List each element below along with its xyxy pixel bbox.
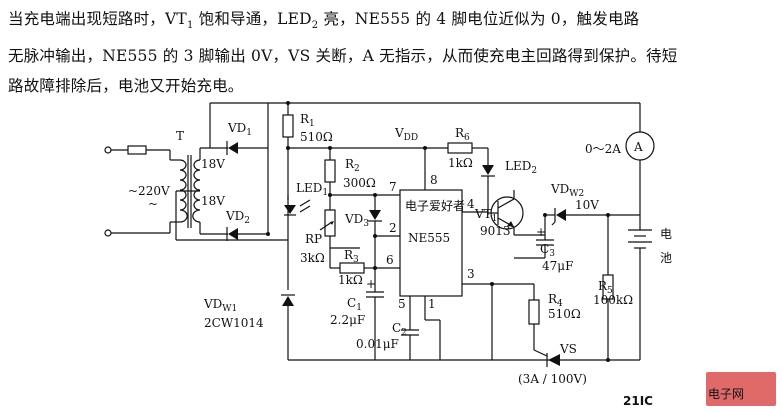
vt1-label: VT1 bbox=[474, 207, 497, 224]
fuse bbox=[127, 145, 147, 155]
r4-label: R4 bbox=[548, 292, 563, 309]
potentiometer-rp: RP 3kΩ bbox=[300, 195, 336, 265]
battery-label-1: 电 bbox=[660, 227, 672, 241]
c3-plus: + bbox=[536, 225, 546, 239]
ic-ne555: NE555 1 5 4 3 bbox=[398, 189, 492, 320]
watermark-box bbox=[706, 372, 776, 406]
pin1-label: 1 bbox=[428, 297, 436, 311]
resistor-r4: R4 510Ω bbox=[492, 283, 581, 350]
zener-vdw1: VDW1 2CW1014 bbox=[203, 294, 295, 360]
watermark-21ic: 21IC bbox=[623, 394, 653, 408]
r1-value: 510Ω bbox=[300, 130, 333, 144]
r2-label: R2 bbox=[345, 157, 360, 174]
zener-vdw2: VDW2 10V bbox=[545, 182, 640, 226]
resistor-r6: R6 1kΩ bbox=[425, 126, 488, 170]
mains-tilde: ~ bbox=[148, 197, 158, 211]
vd2-label: VD2 bbox=[225, 209, 250, 226]
r1-label: R1 bbox=[300, 112, 315, 129]
vdw1-model: 2CW1014 bbox=[204, 316, 264, 330]
capacitor-c1: + C1 2.2μF bbox=[330, 268, 384, 360]
vt1-model: 9013 bbox=[480, 224, 511, 238]
resistor-r2: R2 300Ω bbox=[324, 148, 376, 195]
capacitor-c3: + C3 47μF bbox=[514, 225, 573, 273]
led-led1: LED1 bbox=[284, 181, 328, 216]
c1-label: C1 bbox=[347, 296, 362, 313]
transformer: T 18V 18V bbox=[170, 129, 288, 241]
ammeter-range: 0～2A bbox=[585, 142, 621, 156]
resistor-r1: R1 510Ω bbox=[282, 103, 333, 148]
text-line1-b-sub: 2 bbox=[311, 20, 319, 32]
text-line2: 无脉冲输出，NE555 的 3 脚输出 0V，VS 关断，A 无指示，从而使充电… bbox=[8, 47, 678, 66]
c1-value: 2.2μF bbox=[330, 313, 365, 327]
pin3-label: 3 bbox=[467, 267, 475, 281]
rp-label: RP bbox=[305, 232, 322, 246]
r2-value: 300Ω bbox=[343, 176, 376, 190]
c3-value: 47μF bbox=[542, 259, 573, 273]
transistor-vt1: VT1 9013 bbox=[474, 190, 545, 238]
vd3-label: VD3 bbox=[344, 212, 369, 229]
r4-value: 510Ω bbox=[548, 307, 581, 321]
ammeter-symbol: A bbox=[633, 140, 643, 154]
c2-label: C2 bbox=[392, 321, 407, 338]
diode-vd2: VD2 bbox=[225, 209, 268, 241]
vd1-label: VD1 bbox=[227, 121, 252, 138]
c2-value: 0.01μF bbox=[356, 337, 399, 351]
led-led2: LED2 bbox=[481, 148, 537, 215]
secondary-18v-bottom: 18V bbox=[201, 194, 225, 208]
led1-label: LED1 bbox=[296, 181, 328, 198]
c1-plus: + bbox=[366, 277, 376, 291]
pin5-label: 5 bbox=[398, 297, 406, 311]
mains-label: ~220V bbox=[128, 184, 170, 198]
vs-label: VS bbox=[559, 342, 577, 356]
led2-label: LED2 bbox=[505, 159, 537, 176]
mains-input: ~220V ~ bbox=[104, 145, 171, 237]
r6-value: 1kΩ bbox=[448, 156, 473, 170]
vdw2-label: VDW2 bbox=[550, 182, 584, 199]
diode-vd1: VD1 bbox=[226, 121, 268, 155]
vdw1-label: VDW1 bbox=[203, 297, 237, 314]
pin7-label: 7 bbox=[389, 180, 397, 194]
pin8-label: 8 bbox=[430, 173, 438, 187]
capacitor-c2: C2 0.01μF bbox=[356, 312, 419, 360]
vdd-label: VDD bbox=[394, 126, 418, 143]
battery-label-2: 池 bbox=[660, 251, 672, 265]
pin2-label: 2 bbox=[389, 221, 397, 235]
ic-label: NE555 bbox=[408, 231, 450, 245]
text-line1-a: 当充电端出现短路时，VT bbox=[8, 10, 187, 28]
secondary-18v-top: 18V bbox=[201, 157, 225, 171]
text-line1-b: 饱和导通，LED bbox=[193, 10, 312, 28]
r6-label: R6 bbox=[455, 126, 470, 143]
resistor-r3: R3 1kΩ bbox=[329, 248, 375, 287]
vdw2-value: 10V bbox=[575, 198, 599, 212]
r3-label: R3 bbox=[344, 248, 359, 265]
text-line1-c: 亮，NE555 的 4 脚电位近似为 0，触发电路 bbox=[318, 10, 640, 28]
thyristor-vs: VS (3A / 100V) bbox=[518, 342, 587, 386]
text-line1-a-sub: 1 bbox=[186, 20, 194, 32]
resistor-r5: R5 100kΩ bbox=[593, 213, 633, 362]
watermark-overlay: 电子爱好者 bbox=[405, 199, 465, 213]
vs-rating: (3A / 100V) bbox=[518, 372, 587, 386]
pin4-label: 4 bbox=[467, 197, 475, 211]
diode-vd3: VD3 bbox=[344, 193, 382, 236]
c3-label: C3 bbox=[540, 242, 555, 259]
transformer-label: T bbox=[176, 129, 184, 143]
pin6-label: 6 bbox=[386, 253, 394, 267]
battery: 电 池 bbox=[628, 215, 672, 360]
text-line3: 路故障排除后，电池又开始充电。 bbox=[8, 77, 244, 96]
watermark-text: 电子网 bbox=[708, 387, 744, 401]
description-paragraph: 当充电端出现短路时，VT1 饱和导通，LED2 亮，NE555 的 4 脚电位近… bbox=[8, 4, 778, 101]
r3-value: 1kΩ bbox=[338, 273, 363, 287]
ammeter: A 0～2A bbox=[585, 103, 655, 215]
watermark-logo: 21IC 电子网 bbox=[623, 372, 776, 408]
r5-label: R5 bbox=[598, 279, 613, 296]
r5-value: 100kΩ bbox=[593, 293, 633, 307]
rp-value: 3kΩ bbox=[300, 251, 325, 265]
